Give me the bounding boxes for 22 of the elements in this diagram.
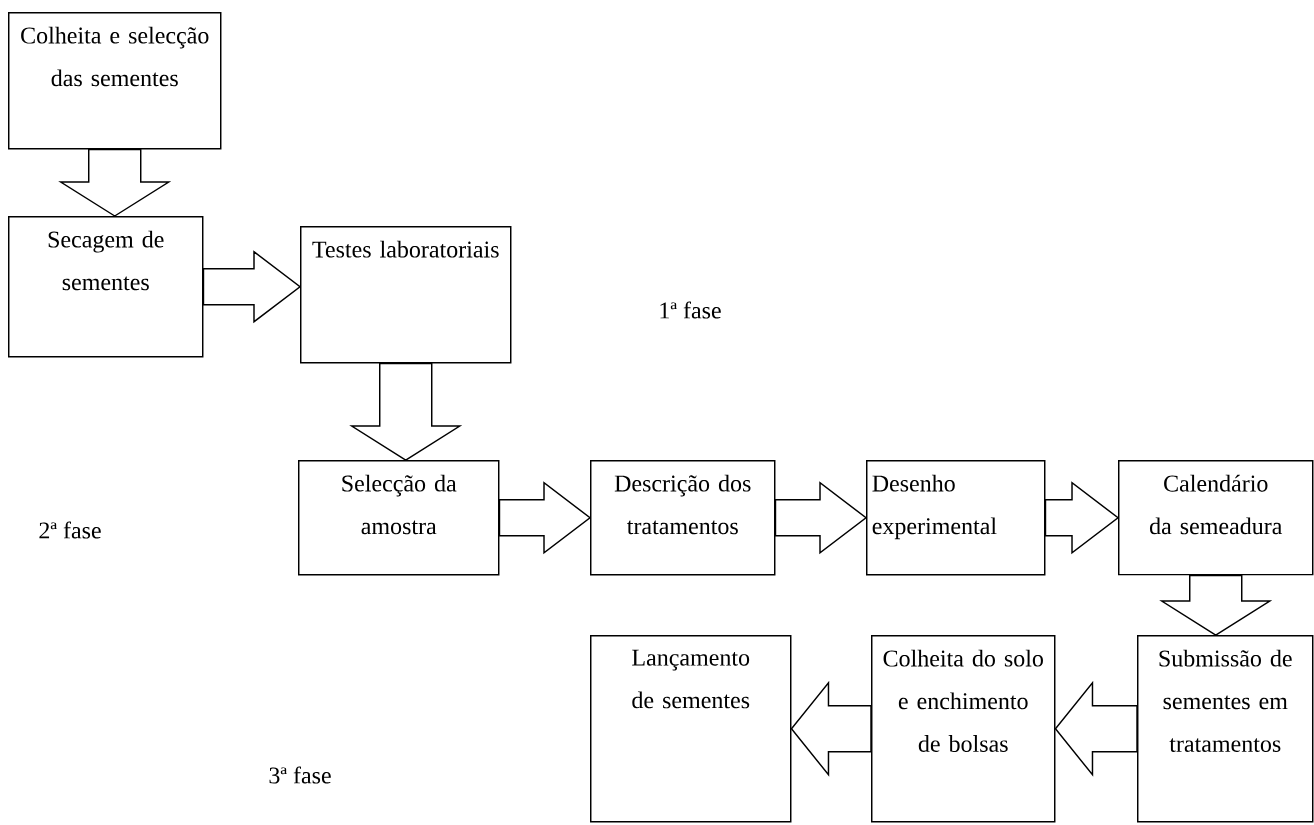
process-box: Submissão de sementes em tratamentos (1137, 635, 1314, 823)
block-arrow (1044, 481, 1120, 555)
process-box: Colheita e selecção das sementes (8, 12, 222, 150)
process-box: Colheita do solo e enchimento de bolsas (871, 635, 1056, 823)
process-box: Desenho experimental (866, 460, 1046, 576)
process-box: Secagem de sementes (8, 216, 204, 358)
process-box: Lançamento de sementes (590, 635, 792, 823)
phase-label: 1ª fase (660, 301, 721, 319)
block-arrow (774, 481, 868, 555)
process-box: Testes laboratoriais (300, 226, 512, 364)
phase-label: 2ª fase (39, 521, 101, 539)
phase-label: 3ª fase (269, 766, 331, 784)
block-arrow (1159, 574, 1273, 636)
block-arrow (1054, 680, 1138, 777)
block-arrow (498, 481, 592, 555)
process-box: Calendário da semeadura (1118, 460, 1314, 576)
block-arrow (349, 362, 463, 461)
process-box: Selecção da amostra (298, 460, 500, 576)
block-arrow (202, 250, 302, 324)
process-box: Descrição dos tratamentos (590, 460, 776, 576)
block-arrow (790, 680, 872, 777)
block-arrow (58, 148, 172, 217)
